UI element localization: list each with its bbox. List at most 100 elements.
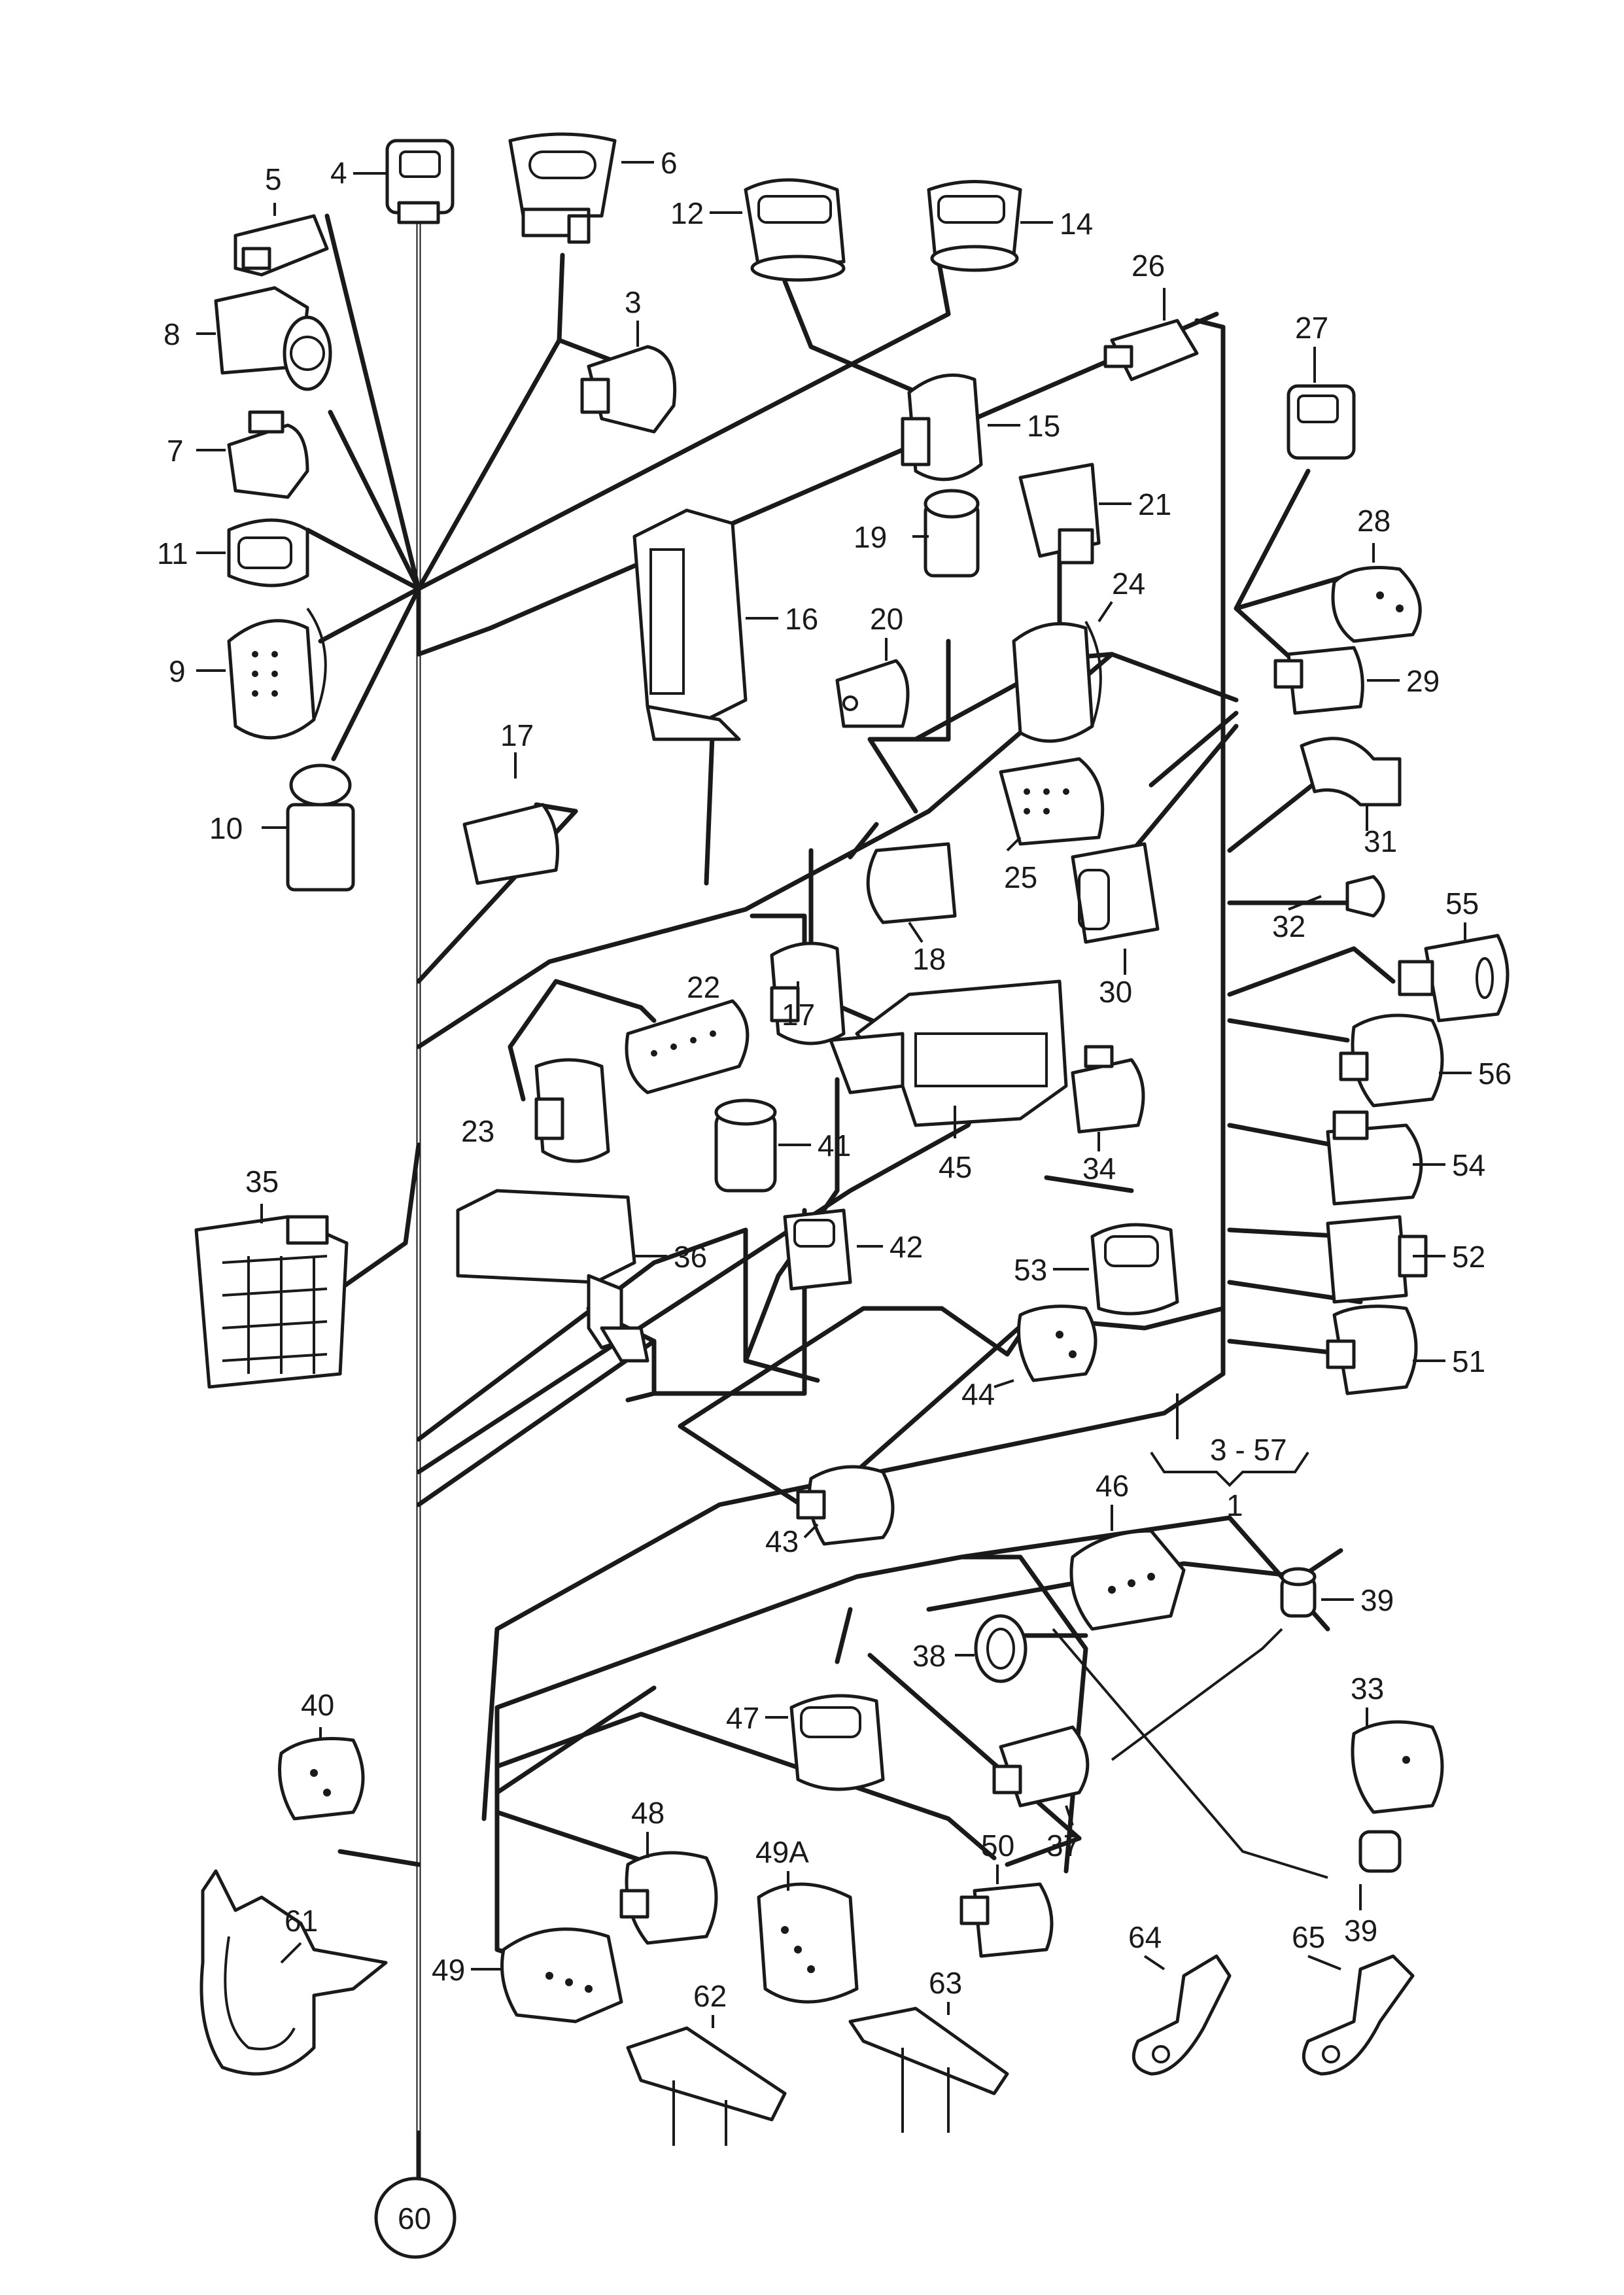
connector-27 [1287,384,1356,460]
connector-17-upper [462,803,559,885]
callout-47: 47 [726,1701,759,1735]
callout-62: 62 [693,1979,727,2013]
sensor-39-lower [1358,1830,1402,1873]
connector-37 [992,1725,1090,1808]
connector-34 [1071,1045,1145,1134]
connector-44 [1017,1305,1097,1382]
connector-52 [1326,1215,1428,1304]
connector-43 [796,1465,895,1546]
callout-44: 44 [961,1377,995,1411]
callout-52: 52 [1452,1240,1485,1274]
callout-41: 41 [818,1129,851,1163]
connector-33 [1351,1720,1444,1814]
connector-24 [1012,621,1102,743]
callout-7: 7 [167,434,184,468]
connector-28 [1331,566,1422,643]
callout-51: 51 [1452,1344,1485,1378]
callout-50: 50 [981,1829,1014,1863]
connector-41 [714,1098,777,1193]
connector-53 [1090,1223,1179,1316]
callout-labels: 5 4 6 3 8 7 11 9 10 12 14 15 16 17 17 18… [157,146,1512,2235]
connector-7 [227,410,309,499]
callout-48: 48 [631,1796,665,1830]
callout-28: 28 [1357,504,1391,538]
callout-21: 21 [1138,487,1171,521]
callout-leaders [196,161,1472,2028]
callout-42: 42 [890,1230,923,1264]
connector-21 [1018,463,1101,565]
connector-15 [901,373,983,482]
callout-16: 16 [785,602,818,636]
connector-4 [385,139,455,224]
callout-10: 10 [209,811,243,845]
clip-62 [626,2026,787,2146]
connector-48 [619,1851,718,1945]
clip-61 [199,1869,388,2076]
bracket-64 [1132,1954,1232,2076]
callout-9: 9 [169,654,186,688]
callout-3: 3 [625,285,642,319]
callout-17-lower: 17 [782,998,815,1032]
clip-18 [866,842,957,924]
connector-20 [835,659,910,728]
callout-65: 65 [1292,1920,1325,1954]
callout-12: 12 [670,196,704,230]
callout-15: 15 [1027,409,1060,443]
grommet-38 [974,1614,1028,1683]
callout-23: 23 [461,1114,494,1148]
connector-54 [1326,1110,1423,1206]
callout-20: 20 [870,602,903,636]
callout-49a: 49A [755,1835,809,1869]
callout-63: 63 [929,1966,962,2000]
connector-17-lower [770,941,846,1045]
callout-33: 33 [1351,1672,1384,1706]
callout-32: 32 [1272,909,1305,943]
connector-6 [508,132,617,244]
connector-56 [1339,1013,1444,1108]
connector-10 [286,763,355,892]
connector-47 [789,1694,885,1791]
range-label: 3 - 57 [1210,1433,1287,1467]
callout-6: 6 [661,146,678,180]
callout-8: 8 [164,317,181,351]
connector-32 [1345,875,1385,918]
callout-54: 54 [1452,1148,1485,1182]
connector-22 [625,999,750,1095]
connector-50 [959,1882,1054,1958]
clip-63 [848,2006,1009,2133]
callout-19: 19 [854,520,887,554]
callout-45: 45 [939,1150,972,1184]
connector-9 [227,607,327,740]
connector-3 [580,345,677,434]
connector-51 [1326,1305,1418,1395]
callout-37: 37 [1046,1829,1080,1863]
callout-60: 60 [398,2201,431,2235]
callout-14: 14 [1060,207,1093,241]
connector-25 [999,757,1105,846]
callout-39-lower: 39 [1344,1914,1377,1948]
ecu-connector-45 [829,979,1068,1127]
connector-8 [214,286,332,391]
connector-23 [534,1058,610,1163]
callout-17-upper: 17 [500,718,534,752]
callout-34: 34 [1082,1151,1116,1185]
connector-parts [194,132,1510,2259]
harness-wires [305,207,1396,2181]
clip-31 [1300,737,1402,807]
callout-64: 64 [1128,1920,1162,1954]
callout-25: 25 [1004,860,1037,894]
callout-26: 26 [1132,249,1165,283]
callout-30: 30 [1099,975,1132,1009]
callout-46: 46 [1096,1469,1129,1503]
connector-40 [278,1737,365,1821]
connector-42 [783,1208,852,1291]
fuse-box-36 [456,1189,649,1363]
callout-38: 38 [912,1639,946,1673]
callout-29: 29 [1406,664,1440,698]
callout-55: 55 [1445,886,1479,920]
bracket-65 [1302,1954,1415,2076]
connector-30 [1071,842,1160,944]
connector-19 [924,489,980,578]
ecu-connector-16 [632,508,748,741]
